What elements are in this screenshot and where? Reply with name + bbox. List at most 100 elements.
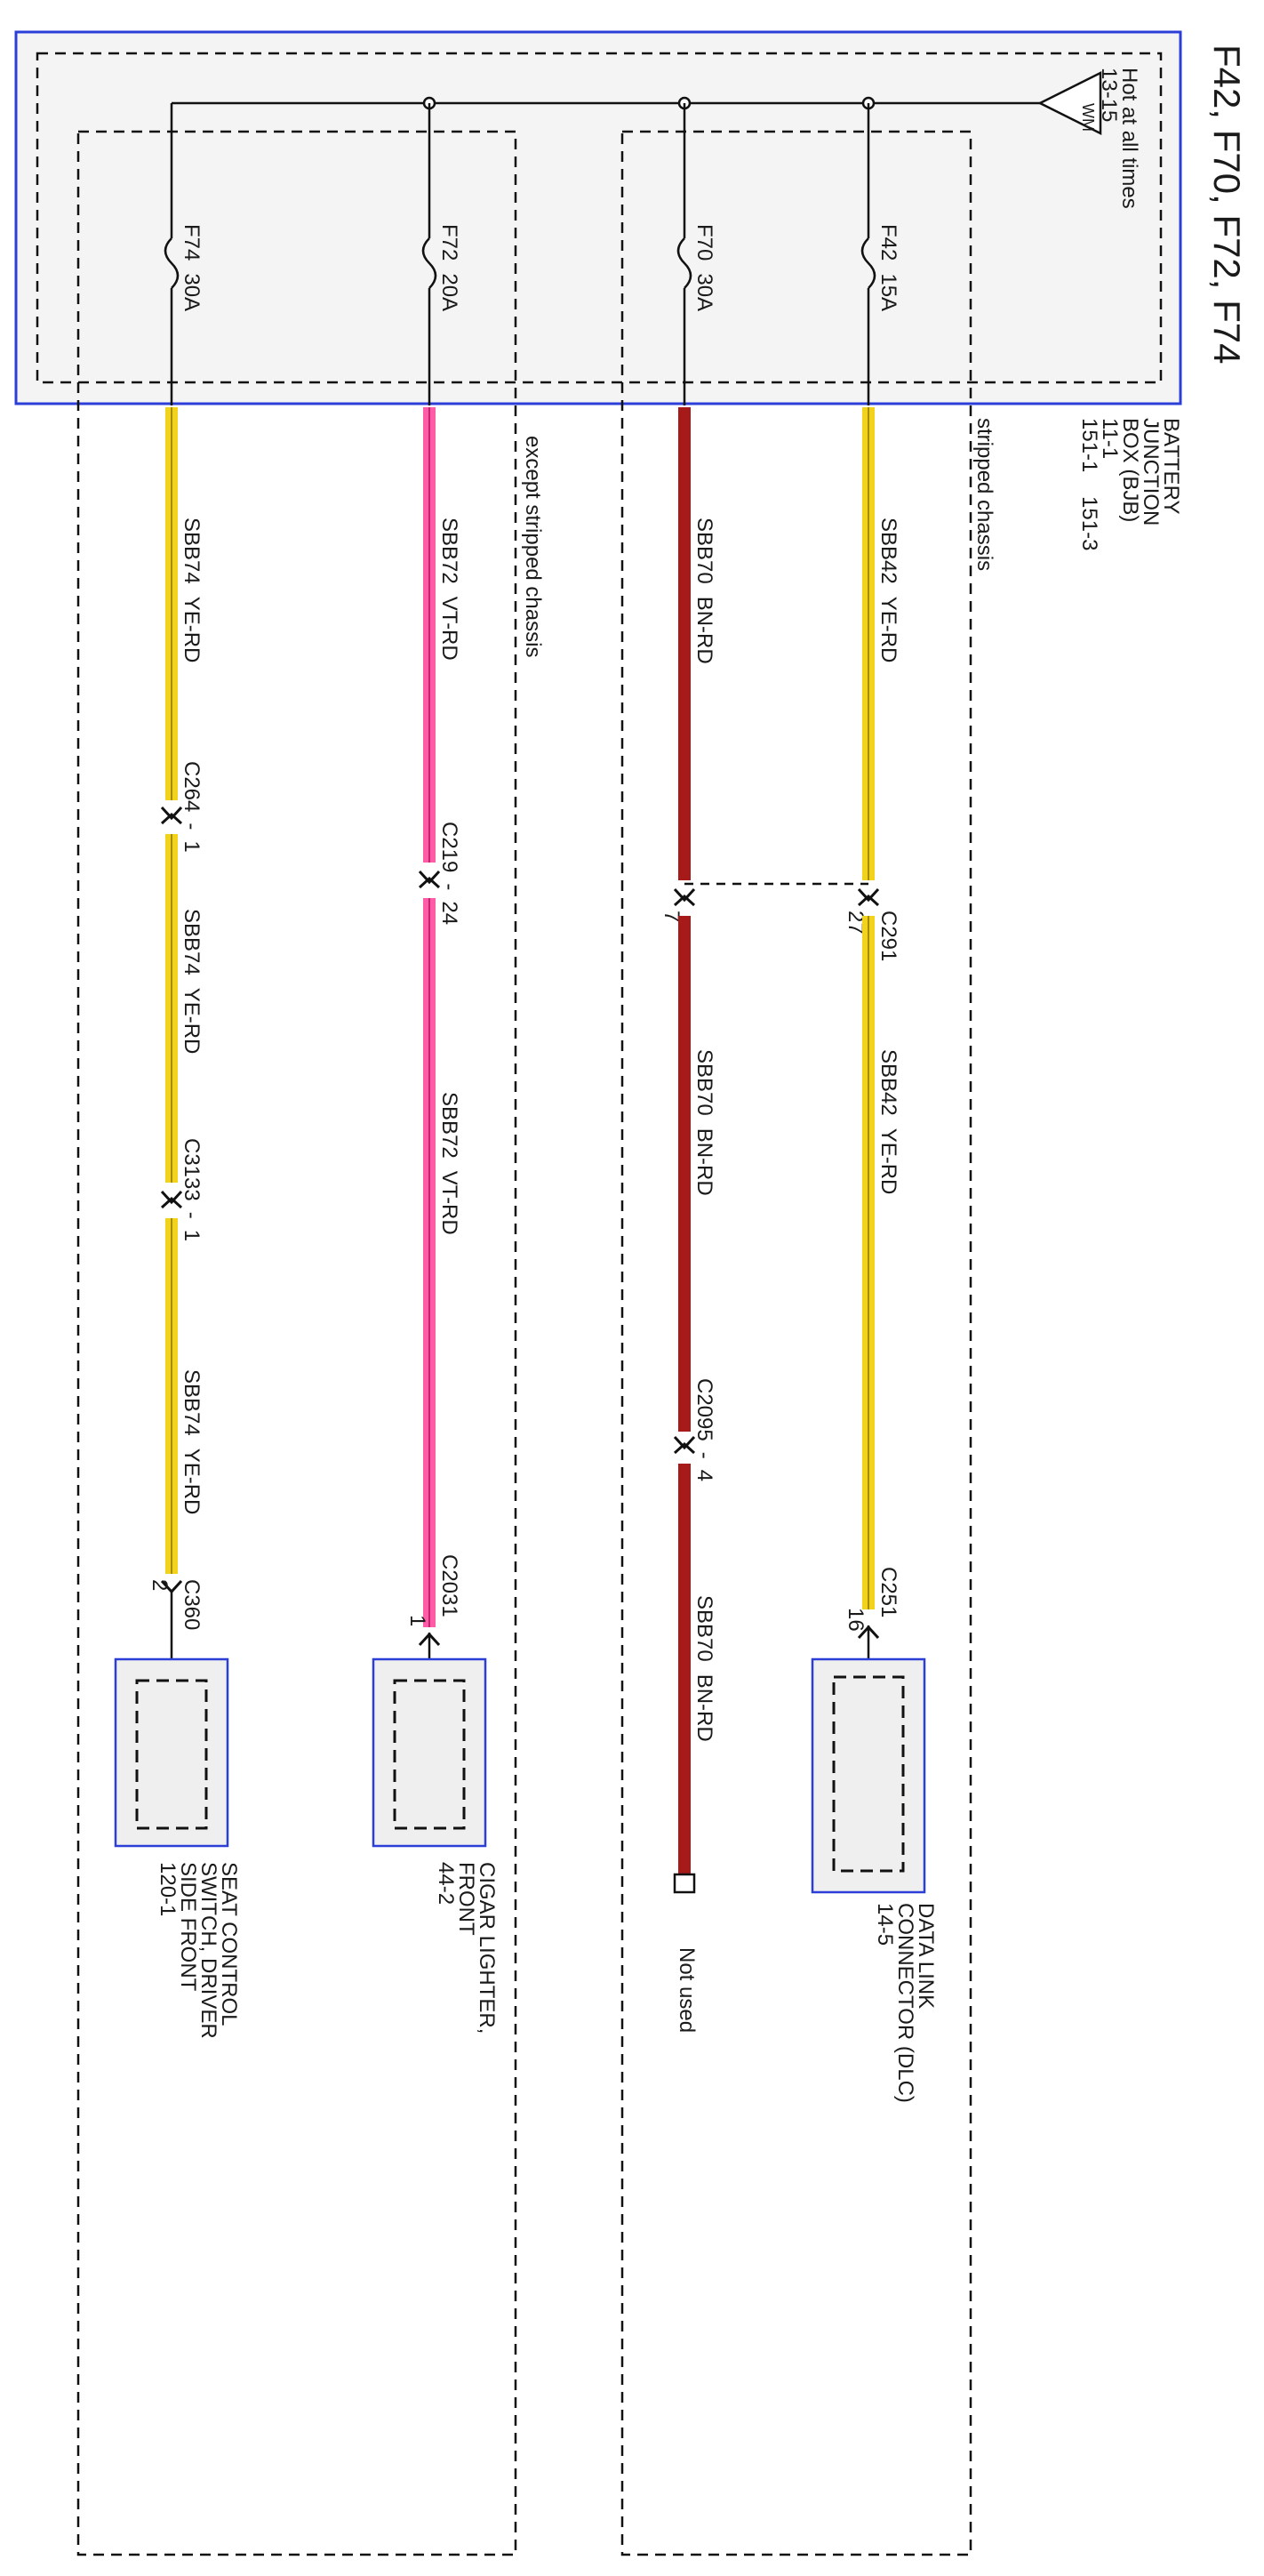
wire-sbb42-color-2: YE-RD xyxy=(876,1128,900,1195)
fuse-f70-id: F70 xyxy=(692,224,716,261)
wire-sbb70-color-3: BN-RD xyxy=(692,1674,716,1742)
connector-c2095-id: C2095 xyxy=(692,1378,716,1441)
wire-sbb74-circuit-2: SBB74 xyxy=(180,909,204,975)
connector-c291-pin-male xyxy=(857,894,880,907)
wire-sbb74-label-1: SBB74YE-RD xyxy=(180,518,204,662)
connector-c2095-male xyxy=(673,1441,696,1455)
fuse-f74-label: F7430A xyxy=(180,224,204,311)
connector-c219-pin: 24 xyxy=(437,901,461,925)
connector-c2031-pin-number: 1 xyxy=(405,1615,429,1626)
bjb-inner-outline xyxy=(36,52,1163,384)
wire-sbb42-label-1: SBB42YE-RD xyxy=(876,518,900,662)
feed-ref: 13-15 xyxy=(1097,68,1121,122)
bjb-line-3: BOX (BJB) xyxy=(1118,418,1142,522)
fuse-f42-rating: 15A xyxy=(876,273,900,311)
fuse-f70-label: F7030A xyxy=(692,224,716,311)
fuse-f72-id: F72 xyxy=(437,224,461,261)
connector-c251-label: C251 xyxy=(876,1567,900,1617)
branch-f74: F7430A SBB74YE-RD C264-1 SBB74YE-RD C313… xyxy=(114,103,241,2039)
wire-sbb74-color-3: YE-RD xyxy=(180,1448,204,1515)
wire-sbb74-color-2: YE-RD xyxy=(180,988,204,1055)
wire-sbb72-color-1: VT-RD xyxy=(437,597,461,661)
not-used-terminal xyxy=(673,1873,696,1894)
zone-stripped xyxy=(620,130,972,2556)
fuse-f74-id: F74 xyxy=(180,224,204,261)
wire-sbb42-circuit-1: SBB42 xyxy=(876,518,900,584)
wire-sbb70-circuit-3: SBB70 xyxy=(692,1595,716,1662)
wire-sbb70-label-2: SBB70BN-RD xyxy=(692,1049,716,1196)
connector-c291-pin-female xyxy=(857,887,880,903)
connector-c2095-dash: - xyxy=(692,1452,716,1459)
wire-sbb72-circuit-2: SBB72 xyxy=(437,1092,461,1159)
connector-c3133-label: C3133-1 xyxy=(180,1138,204,1241)
connector-c264-id: C264 xyxy=(180,761,204,812)
connector-c2095-pin: 4 xyxy=(692,1470,716,1481)
cigar-line-1: CIGAR LIGHTER, xyxy=(475,1862,499,2034)
connector-c2095-label: C2095 - 4 xyxy=(692,1378,716,1481)
cigar-line-3: 44-2 xyxy=(434,1862,458,1905)
connector-c219-dash: - xyxy=(437,883,461,890)
seat-line-3: SIDE FRONT xyxy=(176,1862,200,1992)
not-used-label: Not used xyxy=(675,1947,699,2033)
wire-sbb70-label-3: SBB70BN-RD xyxy=(692,1595,716,1742)
connector-c3133-dash: - xyxy=(180,1212,204,1219)
bjb-line-5: 151-1 151-3 xyxy=(1077,418,1101,550)
component-dlc xyxy=(811,1657,926,1894)
zone-label-except-stripped: except stripped chassis xyxy=(521,436,545,657)
wire-sbb74-label-3: SBB74YE-RD xyxy=(180,1369,204,1514)
connector-c219-male xyxy=(418,876,441,889)
wire-sbb72-label-2: SBB72VT-RD xyxy=(437,1092,461,1235)
connector-c219-id: C219 xyxy=(437,822,461,872)
component-cigar-lighter xyxy=(372,1657,487,1848)
fuse-f70-rating: 30A xyxy=(692,273,716,311)
bjb-line-1: BATTERY xyxy=(1159,418,1183,514)
wire-sbb42-circuit-2: SBB42 xyxy=(876,1049,900,1116)
fuse-f70-symbol xyxy=(676,237,692,289)
connector-c264-male xyxy=(160,812,183,825)
seat-line-4: 120-1 xyxy=(156,1862,180,1916)
branch-f42: F4215A SBB42YE-RD C291 27 SBB42YE-RD C25… xyxy=(811,96,938,2103)
connector-c360-label: C360 xyxy=(180,1579,204,1630)
page-title: F42, F70, F72, F74 xyxy=(1206,44,1248,365)
connector-c264-pin: 1 xyxy=(180,840,204,852)
feed-label: Hot at all times xyxy=(1117,68,1141,209)
dlc-line-1: DATA LINK xyxy=(914,1903,938,2009)
connector-c2095-female xyxy=(673,1435,696,1450)
zone-label-stripped: stripped chassis xyxy=(972,418,996,571)
connector-c291-f70-female xyxy=(673,887,696,903)
connector-c251-pin-number: 16 xyxy=(844,1608,868,1632)
branch-f70: F7030A SBB70BN-RD 7 SBB70BN-RD C2095-4 S… xyxy=(660,96,716,2033)
branch-f72: F7220A SBB72VT-RD C219-24 SBB72VT-RD C20… xyxy=(372,96,499,2034)
connector-c360-pin-number: 2 xyxy=(148,1579,172,1591)
cigar-line-2: FRONT xyxy=(454,1862,478,1936)
connector-c291-f70-male xyxy=(673,894,696,907)
wire-sbb74-color-1: YE-RD xyxy=(180,597,204,663)
bjb-line-2: JUNCTION xyxy=(1139,418,1163,526)
connector-c3133-id: C3133 xyxy=(180,1138,204,1201)
wire-sbb42-color-1: YE-RD xyxy=(876,597,900,663)
wire-sbb70-color-1: BN-RD xyxy=(692,597,716,664)
wire-sbb74-circuit-1: SBB74 xyxy=(180,518,204,584)
component-seat-control-switch-inner xyxy=(135,1679,208,1830)
connector-c3133-male xyxy=(160,1196,183,1209)
component-seat-control-switch xyxy=(114,1657,229,1848)
connector-c291-label: C291 xyxy=(876,911,900,961)
dlc-line-3: 14-5 xyxy=(873,1903,897,1946)
connector-c219-label: C219 - 24 xyxy=(437,822,461,925)
battery-junction-box xyxy=(14,30,1182,405)
component-dlc-inner xyxy=(832,1675,905,1873)
seat-line-1: SEAT CONTROL xyxy=(217,1862,241,2026)
connector-c264-female xyxy=(160,806,183,821)
wire-sbb74-circuit-3: SBB74 xyxy=(180,1369,204,1436)
wire-sbb70-circuit-2: SBB70 xyxy=(692,1049,716,1116)
wire-sbb74-label-2: SBB74YE-RD xyxy=(180,909,204,1054)
feed-tag: WM xyxy=(1079,103,1097,132)
fuse-f42-id: F42 xyxy=(876,224,900,261)
wire-sbb70-label-1: SBB70BN-RD xyxy=(692,518,716,664)
fuse-f72-symbol xyxy=(421,237,437,289)
component-cigar-lighter-inner xyxy=(393,1679,466,1830)
bjb-line-4: 11-1 xyxy=(1098,418,1122,459)
zone-except-stripped xyxy=(76,130,517,2556)
wire-sbb72-label-1: SBB72VT-RD xyxy=(437,518,461,661)
connector-c264-dash: - xyxy=(180,823,204,830)
